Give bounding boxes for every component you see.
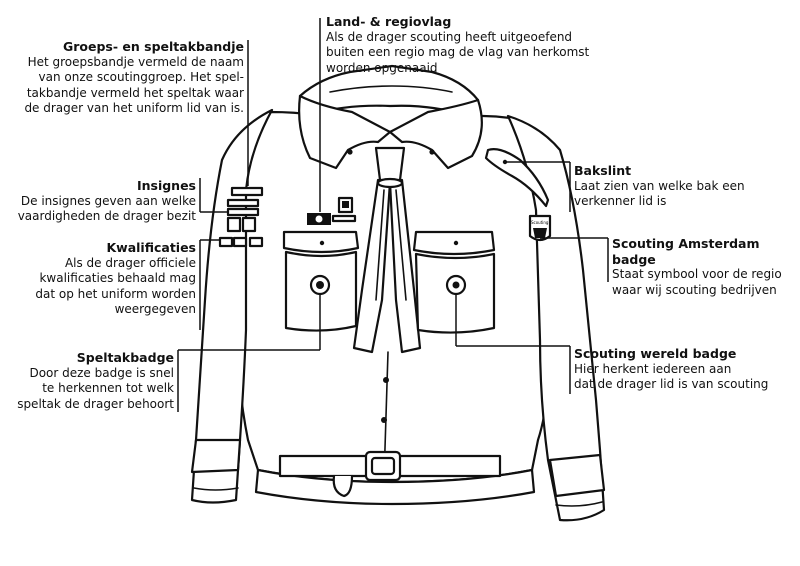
label-land-text: Als de drager scouting heeft uitgeoefend… <box>326 29 590 75</box>
insigne-1 <box>226 198 260 208</box>
right-sleeve <box>506 114 606 522</box>
collar-right <box>388 98 483 170</box>
collar-left <box>298 94 392 170</box>
right-cuff <box>548 453 606 498</box>
label-bakslint: Bakslint Laat zien van welke bak een ver… <box>574 163 794 210</box>
scarf-tail-right <box>388 178 422 354</box>
belt-loop <box>332 474 354 498</box>
kwalificatie-2 <box>232 236 248 248</box>
left-cuff <box>190 438 242 474</box>
label-amsterdam: Scouting Amsterdam badge Staat symbool v… <box>612 236 798 298</box>
label-insignes: Insignes De insignes geven aan welke vaa… <box>10 178 196 225</box>
label-amsterdam-text: Staat symbool voor de regio waar wij sco… <box>612 267 782 297</box>
label-kwalificaties-title: Kwalificaties <box>106 240 196 255</box>
amsterdam-badge-text: Scouting <box>531 220 549 225</box>
label-insignes-text: De insignes geven aan welke vaardigheden… <box>17 193 196 224</box>
label-groeps: Groeps- en speltakbandje Het groepsbandj… <box>12 39 244 117</box>
label-speltakbadge: Speltakbadge Door deze badge is snel te … <box>10 350 174 412</box>
groepsbandje <box>230 186 264 197</box>
label-kwalificaties-text: Als de drager officiele kwalificaties be… <box>35 255 196 317</box>
kwalificatie-1 <box>218 236 234 248</box>
label-land-title: Land- & regiovlag <box>326 14 452 29</box>
label-bakslint-title: Bakslint <box>574 163 632 178</box>
insigne-4 <box>241 216 257 233</box>
label-groeps-title: Groeps- en speltakbandje <box>62 39 244 54</box>
insigne-2 <box>226 207 260 217</box>
label-speltakbadge-text: Door deze badge is snel te herkennen tot… <box>17 365 174 411</box>
kwalificatie-3 <box>248 236 264 248</box>
label-insignes-title: Insignes <box>136 178 196 193</box>
label-bakslint-text: Laat zien van welke bak een verkenner li… <box>574 178 745 209</box>
label-speltakbadge-title: Speltakbadge <box>76 350 174 365</box>
label-groeps-text: Het groepsbandje vermeld de naam van onz… <box>24 54 244 116</box>
leader-lines <box>177 18 609 412</box>
bakslint <box>484 148 550 208</box>
label-kwalificaties: Kwalificaties Als de drager officiele kw… <box>10 240 196 318</box>
scarf-knot <box>374 146 406 182</box>
label-wereld-text: Hier herkent iedereen aan dat de drager … <box>574 361 769 392</box>
label-land: Land- & regiovlag Als de drager scouting… <box>326 14 616 76</box>
insigne-3 <box>226 216 242 233</box>
label-wereld-title: Scouting wereld badge <box>574 346 737 361</box>
label-amsterdam-title: Scouting Amsterdam badge <box>612 236 760 267</box>
label-wereld: Scouting wereld badge Hier herkent ieder… <box>574 346 796 393</box>
